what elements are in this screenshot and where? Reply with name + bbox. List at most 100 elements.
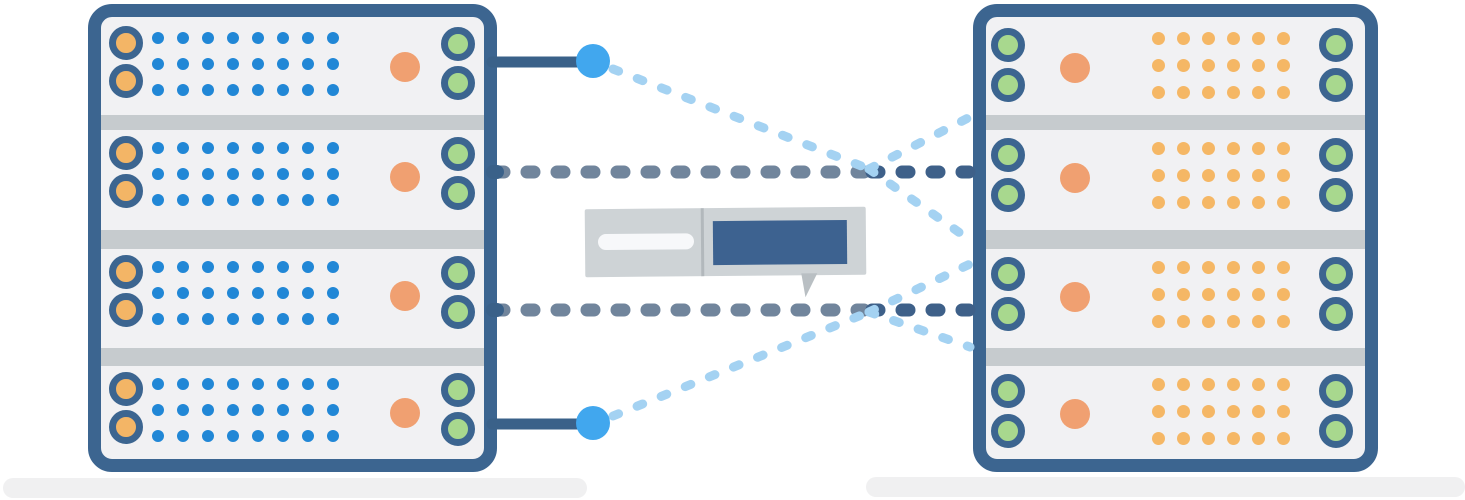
led-dot <box>1152 59 1165 72</box>
led-dot <box>277 194 289 206</box>
led-dot <box>177 32 189 44</box>
led-dot <box>252 313 264 325</box>
led-dot <box>277 142 289 154</box>
led-dot <box>202 84 214 96</box>
led-dot <box>202 378 214 390</box>
port-indicator-icon <box>109 26 143 60</box>
server-unit <box>101 249 484 348</box>
server-rack-right <box>973 4 1378 472</box>
led-dot <box>302 378 314 390</box>
server-unit <box>101 130 484 230</box>
led-dot <box>1277 32 1290 45</box>
led-dot <box>1152 196 1165 209</box>
led-grid <box>152 261 352 339</box>
led-dot <box>1252 86 1265 99</box>
led-dot <box>1152 86 1165 99</box>
port-indicator-icon <box>109 410 143 444</box>
led-dot <box>1177 315 1190 328</box>
led-dot <box>152 194 164 206</box>
port-indicator-icon <box>441 27 475 61</box>
led-dot <box>227 142 239 154</box>
led-dot <box>227 404 239 416</box>
port-indicator-icon <box>1319 414 1353 448</box>
status-dot <box>390 162 420 192</box>
led-grid <box>1152 261 1302 342</box>
led-dot <box>1227 315 1240 328</box>
led-dot <box>202 430 214 442</box>
led-dot <box>1252 261 1265 274</box>
status-dot <box>1060 163 1090 193</box>
led-dot <box>1277 59 1290 72</box>
led-dot <box>152 313 164 325</box>
support-foot-icon <box>801 273 818 298</box>
floor-shadow-right <box>866 477 1465 497</box>
led-dot <box>227 84 239 96</box>
port-indicator-icon <box>991 257 1025 291</box>
led-dot <box>252 261 264 273</box>
led-dot <box>252 404 264 416</box>
led-dot <box>202 168 214 180</box>
led-dot <box>202 287 214 299</box>
led-dot <box>177 430 189 442</box>
led-dot <box>1277 432 1290 445</box>
led-dot <box>277 287 289 299</box>
led-dot <box>1252 32 1265 45</box>
led-dot <box>1277 86 1290 99</box>
port-indicator-icon <box>991 178 1025 212</box>
led-dot <box>1252 432 1265 445</box>
led-dot <box>227 58 239 70</box>
status-dot <box>1060 282 1090 312</box>
server-unit <box>986 366 1365 459</box>
led-dot <box>1252 169 1265 182</box>
port-indicator-icon <box>441 137 475 171</box>
drive-screen <box>712 219 848 266</box>
led-dot <box>1152 288 1165 301</box>
led-dot <box>327 142 339 154</box>
led-dot <box>227 430 239 442</box>
sync-ray <box>864 164 975 245</box>
led-grid <box>1152 32 1302 113</box>
sync-ray <box>608 307 874 421</box>
led-dot <box>1152 405 1165 418</box>
led-dot <box>1277 169 1290 182</box>
led-dot <box>1202 378 1215 391</box>
led-dot <box>327 378 339 390</box>
led-dot <box>1277 142 1290 155</box>
port-indicator-icon <box>109 64 143 98</box>
led-dot <box>302 430 314 442</box>
port-indicator-icon <box>109 174 143 208</box>
led-dot <box>1152 169 1165 182</box>
port-indicator-icon <box>441 412 475 446</box>
led-dot <box>277 168 289 180</box>
led-dot <box>252 287 264 299</box>
led-dot <box>1227 142 1240 155</box>
led-dot <box>1177 288 1190 301</box>
led-dot <box>1177 261 1190 274</box>
led-dot <box>227 32 239 44</box>
led-dot <box>252 142 264 154</box>
port-indicator-icon <box>109 372 143 406</box>
led-dot <box>302 194 314 206</box>
led-dot <box>302 287 314 299</box>
status-dot <box>1060 53 1090 83</box>
led-grid <box>152 142 352 220</box>
led-dot <box>252 84 264 96</box>
led-grid <box>152 32 352 110</box>
server-unit <box>986 20 1365 115</box>
led-dot <box>1177 32 1190 45</box>
led-dot <box>277 261 289 273</box>
led-dot <box>302 32 314 44</box>
led-dot <box>1252 196 1265 209</box>
led-dot <box>252 194 264 206</box>
server-unit <box>101 366 484 459</box>
led-dot <box>152 378 164 390</box>
port-indicator-icon <box>109 136 143 170</box>
led-grid <box>152 378 352 456</box>
port-indicator-icon <box>991 28 1025 62</box>
led-dot <box>152 261 164 273</box>
led-dot <box>252 58 264 70</box>
led-dot <box>177 142 189 154</box>
port-indicator-icon <box>1319 138 1353 172</box>
led-dot <box>227 261 239 273</box>
